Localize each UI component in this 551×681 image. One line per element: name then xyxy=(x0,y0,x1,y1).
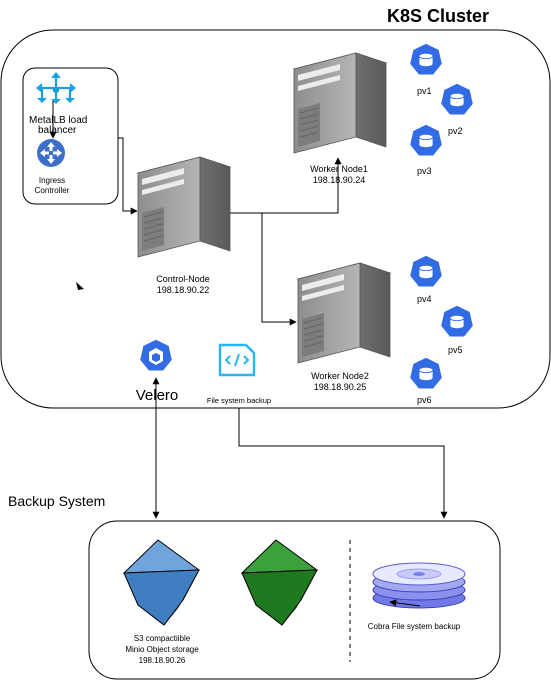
minio-label-line1: S3 compactiible xyxy=(134,634,191,643)
control-to-worker2-connector xyxy=(230,212,297,326)
pv4-icon xyxy=(409,255,442,287)
worker1-name: Worker Node1 xyxy=(310,164,368,174)
cobra-label: Cobra File system backup xyxy=(368,622,461,631)
backup-system-title: Backup System xyxy=(8,493,105,509)
ingress-to-control-connector xyxy=(118,137,138,215)
control-node-name: Control-Node xyxy=(156,274,210,284)
pv3-label: pv3 xyxy=(417,166,432,176)
file-system-backup-label: File system backup xyxy=(207,396,271,405)
minio-label-line3: 198.18.90.26 xyxy=(139,656,186,665)
ingress-label-line1: Ingress xyxy=(39,176,65,185)
file-system-backup-icon xyxy=(218,343,256,377)
cluster-title: K8S Cluster xyxy=(387,6,489,26)
control-node-server-icon xyxy=(137,156,231,258)
pv5-label: pv5 xyxy=(448,345,463,355)
load-balancer-label-line2: balancer xyxy=(38,125,77,136)
pv3-icon xyxy=(409,124,442,156)
load-balancer-icon xyxy=(36,72,76,104)
green-storage-icon xyxy=(240,539,319,626)
pv6-icon xyxy=(409,357,442,389)
fs-backup-to-cobra-connector xyxy=(238,408,448,519)
velero-label: Velero xyxy=(136,387,179,404)
worker2-ip: 198.18.90.25 xyxy=(314,382,367,392)
control-to-worker1-connector xyxy=(230,157,342,214)
worker2-server-icon xyxy=(297,262,391,364)
control-node-ip: 198.18.90.22 xyxy=(157,285,210,295)
cobra-pointer-arrow xyxy=(389,599,421,607)
velero-icon xyxy=(138,338,174,373)
minio-storage-icon xyxy=(122,539,201,626)
ingress-label-line2: Controller xyxy=(35,186,70,195)
pv1-label: pv1 xyxy=(417,86,432,96)
worker2-name: Worker Node2 xyxy=(311,371,369,381)
ingress-router-icon xyxy=(37,139,65,167)
load-balancer-label: MetalLB load xyxy=(29,115,87,126)
pv1-icon xyxy=(409,43,442,75)
lb-ingress-panel xyxy=(22,67,119,205)
worker1-server-icon xyxy=(293,52,387,154)
minio-label-line2: Minio Object storage xyxy=(125,645,199,654)
stray-arrowhead xyxy=(76,282,84,290)
pv2-icon xyxy=(440,83,473,115)
pv6-label: pv6 xyxy=(417,395,432,405)
pv4-label: pv4 xyxy=(417,294,432,304)
worker1-ip: 198.18.90.24 xyxy=(313,175,366,185)
pv5-icon xyxy=(440,305,473,337)
pv2-label: pv2 xyxy=(448,126,463,136)
k8s-cluster-boundary xyxy=(0,29,551,409)
cobra-disk-stack-icon xyxy=(372,562,466,609)
